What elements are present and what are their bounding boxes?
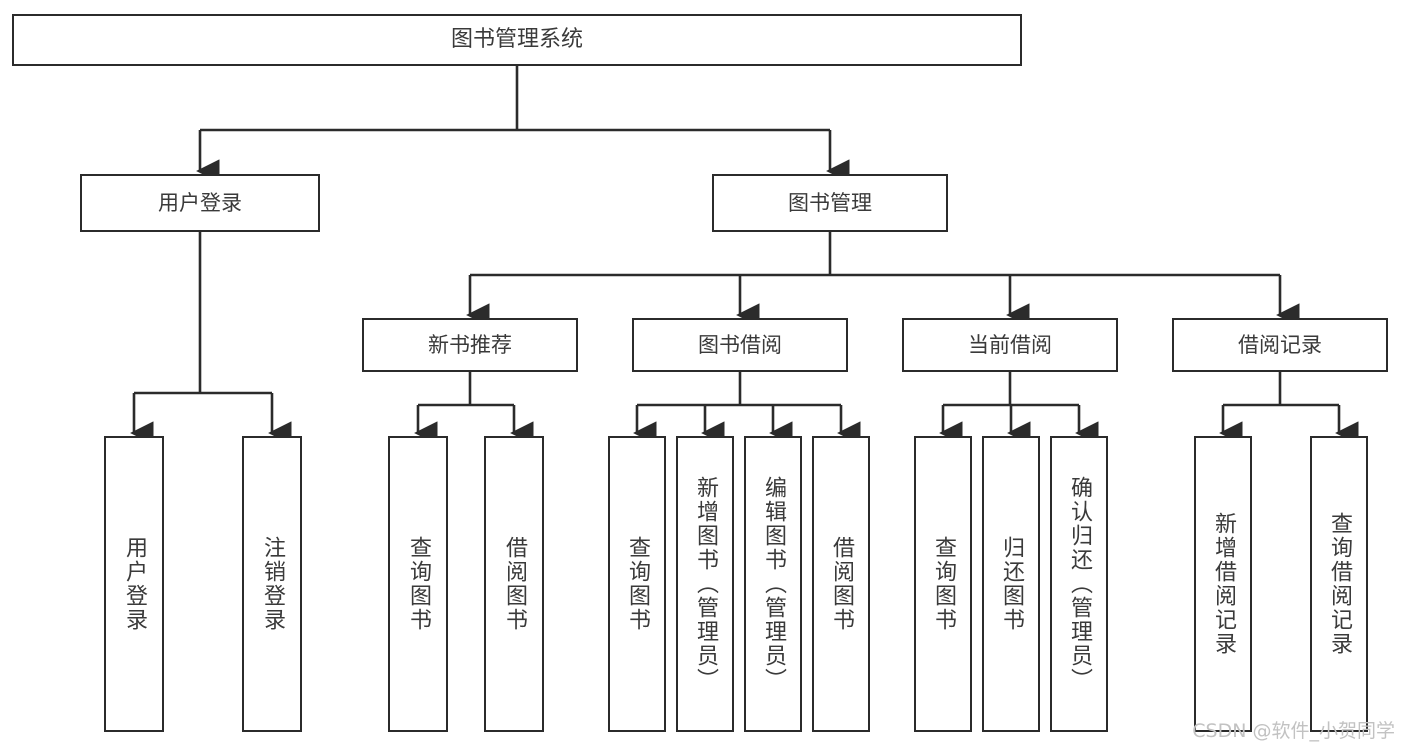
node-leaf-return-book[interactable]: 归还图书 — [982, 436, 1040, 732]
node-leaf-query-record[interactable]: 查询借阅记录 — [1310, 436, 1368, 732]
node-book-manage[interactable]: 图书管理 — [712, 174, 948, 232]
node-label: 用户登录 — [122, 536, 147, 632]
node-label: 查询图书 — [625, 536, 650, 632]
node-label: 图书管理系统 — [450, 27, 583, 53]
node-new-book-rec[interactable]: 新书推荐 — [362, 318, 578, 372]
node-root[interactable]: 图书管理系统 — [12, 14, 1022, 66]
node-label: 查询借阅记录 — [1327, 512, 1352, 656]
node-borrow-record[interactable]: 借阅记录 — [1172, 318, 1388, 372]
csdn-watermark: CSDN @软件_小贺同学 — [1192, 720, 1395, 742]
node-label: 查询图书 — [406, 536, 431, 632]
node-label: 确认归还（管理员） — [1067, 476, 1092, 692]
node-leaf-borrow-book-2[interactable]: 借阅图书 — [812, 436, 870, 732]
node-label: 编辑图书（管理员） — [761, 476, 786, 692]
node-book-borrow[interactable]: 图书借阅 — [632, 318, 848, 372]
node-leaf-confirm-return[interactable]: 确认归还（管理员） — [1050, 436, 1108, 732]
node-leaf-query-book-1[interactable]: 查询图书 — [388, 436, 448, 732]
node-label: 图书借阅 — [698, 332, 782, 357]
node-leaf-query-book-2[interactable]: 查询图书 — [608, 436, 666, 732]
node-label: 用户登录 — [158, 190, 242, 215]
node-user-login[interactable]: 用户登录 — [80, 174, 320, 232]
node-label: 借阅图书 — [829, 536, 854, 632]
node-leaf-logout[interactable]: 注销登录 — [242, 436, 302, 732]
node-label: 新书推荐 — [428, 332, 512, 357]
node-label: 新增借阅记录 — [1211, 512, 1236, 656]
node-label: 借阅图书 — [502, 536, 527, 632]
node-label: 借阅记录 — [1238, 332, 1322, 357]
node-current-borrow[interactable]: 当前借阅 — [902, 318, 1118, 372]
node-label: 新增图书（管理员） — [693, 476, 718, 692]
node-leaf-edit-book[interactable]: 编辑图书（管理员） — [744, 436, 802, 732]
node-leaf-query-book-3[interactable]: 查询图书 — [914, 436, 972, 732]
node-label: 当前借阅 — [968, 332, 1052, 357]
node-label: 图书管理 — [788, 190, 872, 215]
node-label: 查询图书 — [931, 536, 956, 632]
node-label: 归还图书 — [999, 536, 1024, 632]
node-leaf-borrow-book-1[interactable]: 借阅图书 — [484, 436, 544, 732]
node-leaf-user-login[interactable]: 用户登录 — [104, 436, 164, 732]
node-label: 注销登录 — [260, 536, 285, 632]
node-leaf-add-record[interactable]: 新增借阅记录 — [1194, 436, 1252, 732]
node-leaf-add-book[interactable]: 新增图书（管理员） — [676, 436, 734, 732]
